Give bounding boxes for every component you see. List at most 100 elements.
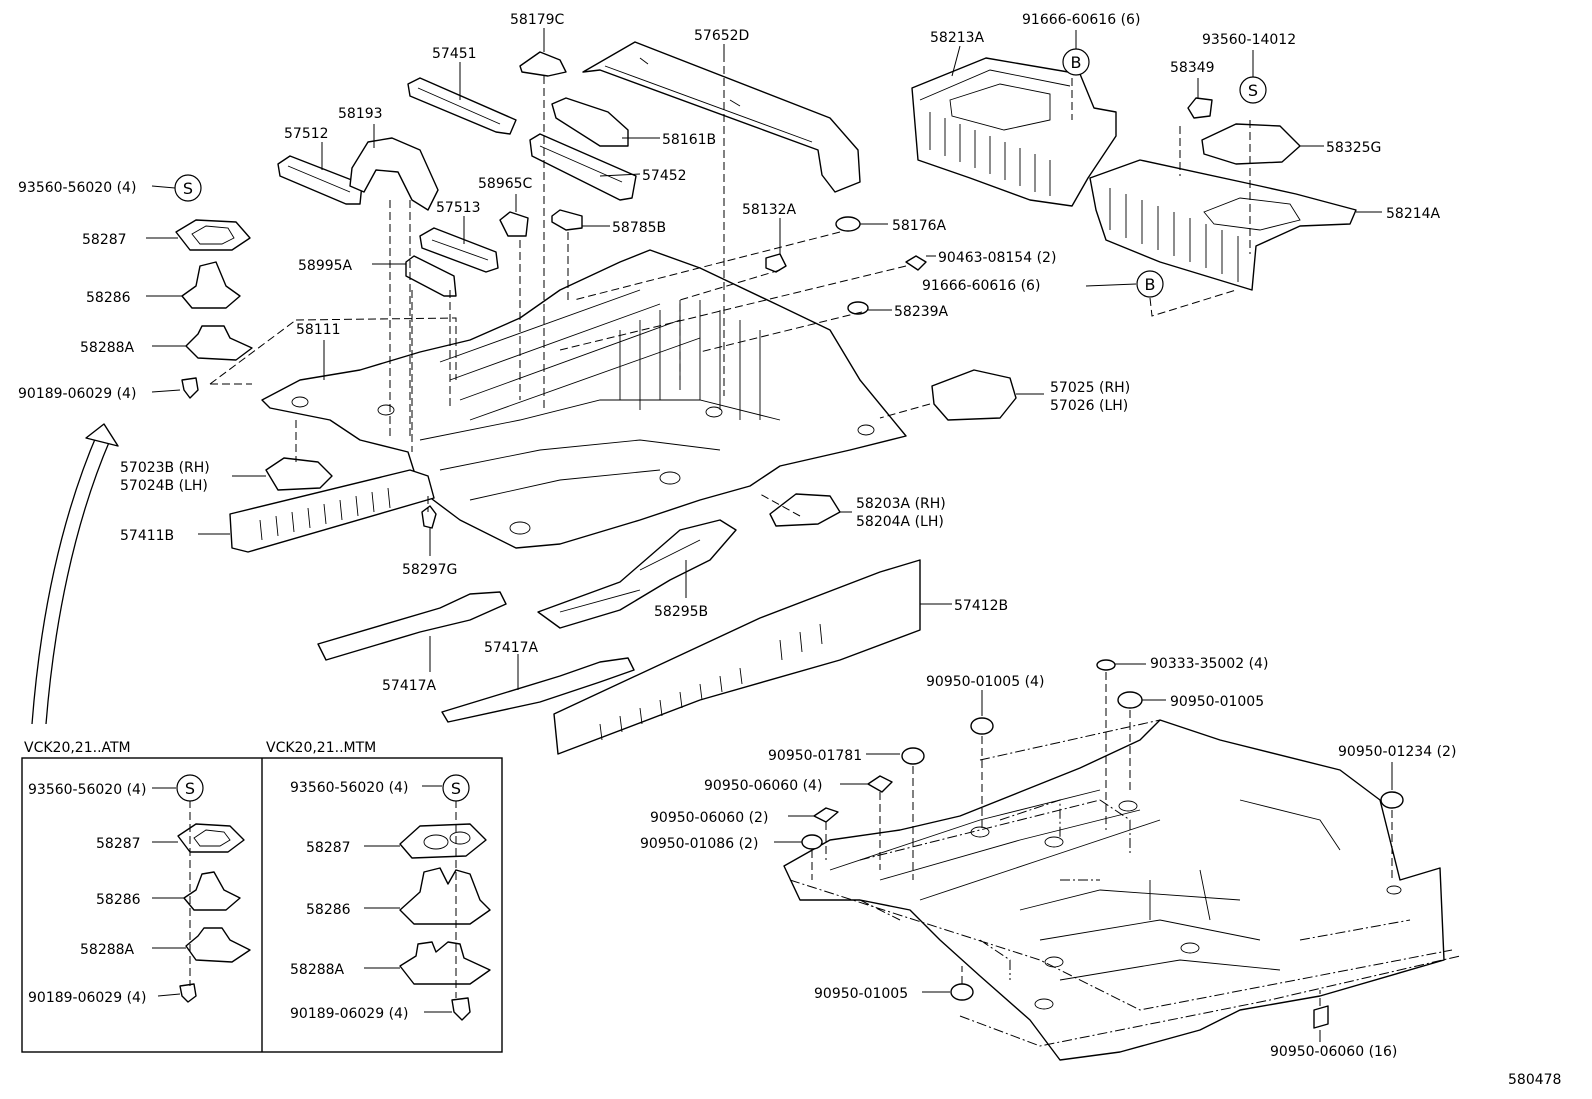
part-underbody [783,719,1461,1061]
label-58239a: 58239A [894,304,949,320]
part-58287-main [175,219,251,251]
label-atm-58288a: 58288A [80,942,135,958]
part-58288a-main [185,325,253,361]
label-mtm-58287: 58287 [306,840,351,856]
plug-90950-01234 [1380,791,1404,809]
part-57512 [277,155,363,205]
label-90950-01005-4: 90950-01005 (4) [926,674,1044,690]
inset-atm-title: VCK20,21..ATM [24,740,131,756]
label-90950-01005-bottom: 90950-01005 [814,986,908,1002]
label-58288a-main: 58288A [80,340,135,356]
plug-90950-01086 [801,834,823,850]
svg-text:S: S [1248,81,1258,100]
label-atm-90189: 90189-06029 (4) [28,990,146,1006]
label-90333: 90333-35002 (4) [1150,656,1268,672]
diagram-id: 580478 [1508,1072,1561,1088]
upward-arrow [31,423,119,725]
label-57412b: 57412B [954,598,1008,614]
part-58785b [551,209,583,231]
part-58179c [519,51,567,77]
mtm-parts [399,800,491,1021]
part-57451 [407,77,517,135]
label-58325g: 58325G [1326,140,1381,156]
label-90463: 90463-08154 (2) [938,250,1056,266]
label-58176a: 58176A [892,218,947,234]
plug-90950-01005-r [1117,691,1143,709]
label-atm-93560: 93560-56020 (4) [28,782,146,798]
label-57417a-a: 57417A [382,678,437,694]
label-58132a: 58132A [742,202,797,218]
label-58111: 58111 [296,322,341,338]
part-58297g [421,505,437,529]
label-57024b: 57024B (LH) [120,478,208,494]
label-58349: 58349 [1170,60,1215,76]
label-58161b: 58161B [662,132,716,148]
symbol-b-bottom: B [1136,270,1164,298]
part-58349 [1187,97,1213,119]
part-58176a [835,216,861,232]
label-mtm-58286: 58286 [306,902,351,918]
patch-90950-06060-4 [867,775,893,793]
symbol-s-atm: S [176,774,204,802]
label-58214a: 58214A [1386,206,1441,222]
part-58325g [1201,123,1301,165]
label-58286-main: 58286 [86,290,131,306]
atm-parts [177,800,251,1003]
part-58132a [765,253,787,273]
label-58213a: 58213A [930,30,985,46]
inset-box [21,757,503,1053]
label-mtm-58288a: 58288A [290,962,345,978]
label-57451: 57451 [432,46,477,62]
label-90950-06060-4: 90950-06060 (4) [704,778,822,794]
patch-90950-06060-16 [1313,1005,1329,1029]
label-57513: 57513 [436,200,481,216]
label-91666-bottom: 91666-60616 (6) [922,278,1040,294]
underbody-dash-lines [811,672,1393,1006]
label-91666-top: 91666-60616 (6) [1022,12,1140,28]
assembly-lines [209,54,1251,517]
symbol-s-mtm: S [442,774,470,802]
part-57417a-upper [317,591,507,661]
part-90189-main [181,377,199,399]
label-90950-01005-right: 90950-01005 [1170,694,1264,710]
part-58161b [551,97,629,147]
label-90950-01086: 90950-01086 (2) [640,836,758,852]
part-57513 [419,227,499,273]
label-58785b: 58785B [612,220,666,236]
label-57512: 57512 [284,126,329,142]
label-57417a-b: 57417A [484,640,539,656]
label-90950-06060-2: 90950-06060 (2) [650,810,768,826]
svg-text:S: S [185,779,195,798]
part-57023b [265,457,333,491]
label-90189-main: 90189-06029 (4) [18,386,136,402]
part-57025 [931,369,1017,421]
part-57412b [553,559,921,755]
part-58295b [537,519,737,629]
part-58995a [405,255,457,297]
part-58213a [911,57,1117,207]
label-58193: 58193 [338,106,383,122]
label-57411b: 57411B [120,528,174,544]
plug-90950-01005-4 [970,717,994,735]
label-mtm-93560: 93560-56020 (4) [290,780,408,796]
label-58965c: 58965C [478,176,533,192]
part-58111 [261,249,907,549]
plug-90950-01005-b [950,983,974,1001]
svg-text:S: S [183,179,193,198]
part-57652d [582,41,861,193]
label-58297g: 58297G [402,562,457,578]
label-57023b: 57023B (RH) [120,460,210,476]
part-90463 [905,255,927,271]
label-58995a: 58995A [298,258,353,274]
svg-text:B: B [1071,53,1082,72]
label-93560-56020-main: 93560-56020 (4) [18,180,136,196]
label-90950-01234: 90950-01234 (2) [1338,744,1456,760]
label-mtm-90189: 90189-06029 (4) [290,1006,408,1022]
leader-lines [146,28,1393,1042]
part-58214a [1089,159,1357,291]
patch-90950-06060-2 [813,807,839,823]
label-90950-06060-16: 90950-06060 (16) [1270,1044,1397,1060]
label-90950-01781: 90950-01781 [768,748,862,764]
label-57025: 57025 (RH) [1050,380,1130,396]
label-58295b: 58295B [654,604,708,620]
